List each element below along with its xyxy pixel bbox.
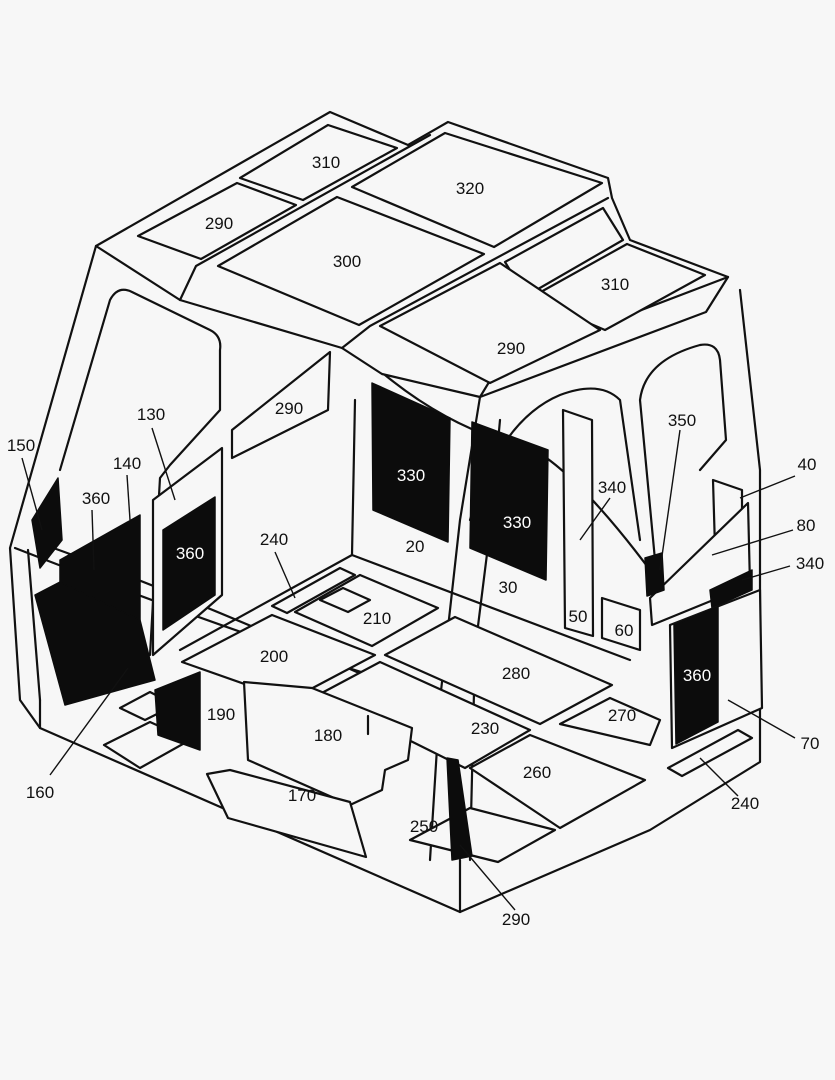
label-290-rear-wall: 290	[275, 399, 303, 418]
leader-350	[659, 429, 681, 571]
roof-panel-320	[350, 131, 604, 249]
floor-panel-210	[293, 573, 440, 648]
label-180: 180	[314, 726, 342, 745]
leader-70	[727, 699, 796, 739]
label-200: 200	[260, 647, 288, 666]
panel-60	[600, 596, 642, 652]
label-50: 50	[569, 607, 588, 626]
roof-panel-310-rear	[238, 123, 399, 202]
left-window-frame	[58, 288, 222, 657]
leader-160	[49, 667, 129, 776]
seat-panels	[205, 680, 473, 861]
panel-360-center	[162, 496, 216, 631]
panel-340-right	[709, 569, 753, 609]
floor-panel-280	[383, 615, 614, 726]
panel-360-right	[673, 606, 719, 745]
label-140: 140	[113, 454, 141, 473]
floor-panel-240-rear	[270, 566, 357, 615]
left-side-panels	[31, 477, 201, 751]
label-150: 150	[7, 436, 35, 455]
labels: 310 320 290 300 310 290 290 130 150 140 …	[7, 153, 824, 929]
leader-240-front	[699, 757, 739, 797]
leader-340-right	[741, 565, 791, 581]
label-160: 160	[26, 783, 54, 802]
label-240-front: 240	[731, 794, 759, 813]
label-350: 350	[668, 411, 696, 430]
door-frame-left	[26, 548, 42, 702]
label-290-roof-left: 290	[205, 214, 233, 233]
roof-panel-300	[216, 195, 486, 327]
leader-80	[711, 529, 794, 556]
label-290-roof-front: 290	[497, 339, 525, 358]
label-360-right: 360	[683, 666, 711, 685]
label-310-rear: 310	[312, 153, 340, 172]
leader-360-left	[91, 509, 95, 571]
label-70: 70	[801, 734, 820, 753]
label-250: 250	[410, 817, 438, 836]
panel-170	[205, 768, 368, 859]
right-side-panels	[644, 478, 764, 750]
leader-130	[151, 427, 176, 501]
label-190: 190	[207, 705, 235, 724]
rear-floor-edge	[178, 553, 354, 652]
leader-40	[739, 475, 796, 499]
label-130: 130	[137, 405, 165, 424]
panel-290-pillar	[446, 757, 473, 861]
roof-panel-290-left	[136, 181, 298, 261]
panel-350	[644, 552, 665, 597]
label-170: 170	[288, 786, 316, 805]
label-330-left: 330	[397, 466, 425, 485]
panel-160	[34, 581, 156, 706]
label-230: 230	[471, 719, 499, 738]
label-20: 20	[406, 537, 425, 556]
label-340-right: 340	[796, 554, 824, 573]
leader-150	[21, 457, 43, 531]
label-60: 60	[615, 621, 634, 640]
floor-panel-260	[468, 733, 647, 830]
floor-panel-240-front	[666, 728, 754, 778]
front-pillar-left	[428, 395, 482, 862]
label-310-front: 310	[601, 275, 629, 294]
leader-240-rear	[274, 551, 296, 599]
label-360-left: 360	[82, 489, 110, 508]
floor	[102, 566, 754, 864]
floor-panel-270	[558, 696, 662, 747]
roof-outline	[94, 110, 730, 399]
panel-50-frame	[561, 408, 595, 638]
leader-340-rear	[579, 497, 611, 541]
label-80: 80	[797, 516, 816, 535]
roof-ridge-right	[340, 196, 610, 350]
label-280: 280	[502, 664, 530, 683]
floor-panel-230	[316, 660, 532, 770]
label-270: 270	[608, 706, 636, 725]
roof-ridge-left	[178, 133, 432, 302]
panel-330-right	[469, 421, 549, 581]
label-260: 260	[523, 763, 551, 782]
label-330-right: 330	[503, 513, 531, 532]
panel-150	[31, 477, 63, 569]
roof	[94, 110, 730, 399]
right-window-frame	[638, 343, 728, 562]
leader-140	[126, 474, 131, 521]
panel-330-left	[371, 382, 451, 543]
label-360-center: 360	[176, 544, 204, 563]
roof-panel-290-front	[378, 261, 602, 385]
label-340-rear: 340	[598, 478, 626, 497]
panel-190	[154, 671, 201, 751]
label-320: 320	[456, 179, 484, 198]
leader-lines	[21, 427, 796, 911]
panel-180	[242, 680, 414, 807]
label-30: 30	[499, 578, 518, 597]
panel-290-rear-left	[230, 350, 332, 460]
label-300: 300	[333, 252, 361, 271]
floor-panel-210-notch	[318, 586, 372, 614]
label-240-rear: 240	[260, 530, 288, 549]
label-290-pillar: 290	[502, 910, 530, 929]
label-40: 40	[798, 455, 817, 474]
label-210: 210	[363, 609, 391, 628]
leader-290-pillar	[459, 844, 516, 911]
rear-wall-panels	[151, 350, 642, 657]
